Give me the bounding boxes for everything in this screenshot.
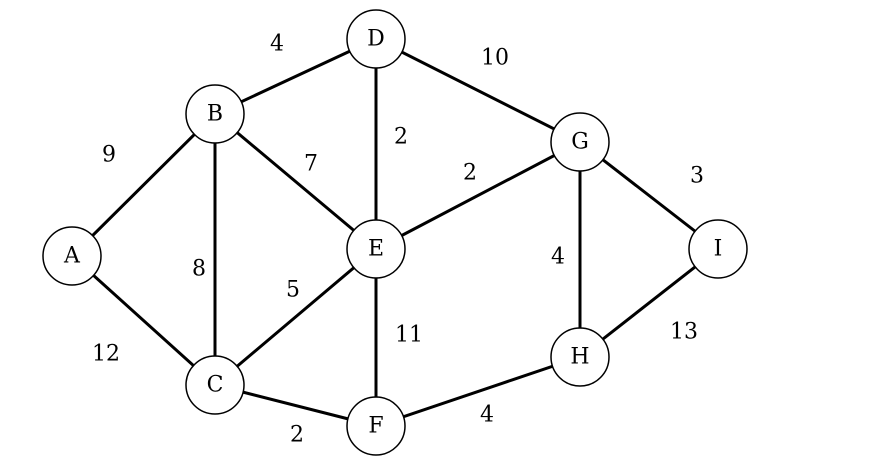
edge-weight-h-i: 13 xyxy=(670,320,698,345)
edge-weight-a-b: 9 xyxy=(102,143,116,168)
node-circle-c xyxy=(185,355,245,415)
edge-weight-g-i: 3 xyxy=(690,164,704,189)
node-label-a: A xyxy=(63,244,81,269)
node-circle-h xyxy=(550,327,610,387)
node-label-d: D xyxy=(367,27,385,52)
node-label-f: F xyxy=(368,414,383,439)
node-circle-b xyxy=(185,84,245,144)
edge-e-g xyxy=(374,140,582,251)
node-c: C xyxy=(185,355,245,415)
edge-weight-b-c: 8 xyxy=(192,257,206,282)
node-label-c: C xyxy=(207,373,224,398)
node-label-h: H xyxy=(570,345,589,370)
node-e: E xyxy=(346,219,406,279)
edge-weight-e-f: 11 xyxy=(395,323,423,348)
node-i: I xyxy=(688,219,748,279)
node-b: B xyxy=(185,84,245,144)
edge-weight-c-e: 5 xyxy=(286,278,300,303)
edge-weight-b-e: 7 xyxy=(304,152,318,177)
node-label-b: B xyxy=(207,102,223,127)
node-circle-g xyxy=(550,112,610,172)
edge-c-e xyxy=(213,247,378,387)
node-a: A xyxy=(42,226,102,286)
edge-b-e xyxy=(213,112,378,251)
edge-a-c xyxy=(70,254,217,387)
node-label-e: E xyxy=(368,237,384,262)
node-label-i: I xyxy=(714,237,723,262)
node-label-g: G xyxy=(571,130,589,155)
node-circle-d xyxy=(346,9,406,69)
node-circle-a xyxy=(42,226,102,286)
node-circle-f xyxy=(346,396,406,456)
node-d: D xyxy=(346,9,406,69)
edge-weight-g-h: 4 xyxy=(551,245,565,270)
node-g: G xyxy=(550,112,610,172)
edge-d-g xyxy=(374,37,582,144)
node-circle-e xyxy=(346,219,406,279)
node-h: H xyxy=(550,327,610,387)
edge-a-b xyxy=(70,112,217,258)
edge-weight-e-g: 2 xyxy=(463,161,477,186)
edge-f-h xyxy=(374,355,582,428)
edge-weight-d-e: 2 xyxy=(394,125,408,150)
edge-weights-layer: 9 12 4 7 8 5 2 2 10 2 11 4 4 3 13 xyxy=(92,32,704,448)
edge-weight-c-f: 2 xyxy=(290,423,304,448)
edge-weight-b-d: 4 xyxy=(270,32,284,57)
node-f: F xyxy=(346,396,406,456)
edge-weight-a-c: 12 xyxy=(92,342,120,367)
edge-weight-d-g: 10 xyxy=(481,46,509,71)
edge-weight-f-h: 4 xyxy=(480,403,494,428)
node-circle-i xyxy=(688,219,748,279)
nodes-layer: A B C D E F G H I xyxy=(42,9,748,456)
